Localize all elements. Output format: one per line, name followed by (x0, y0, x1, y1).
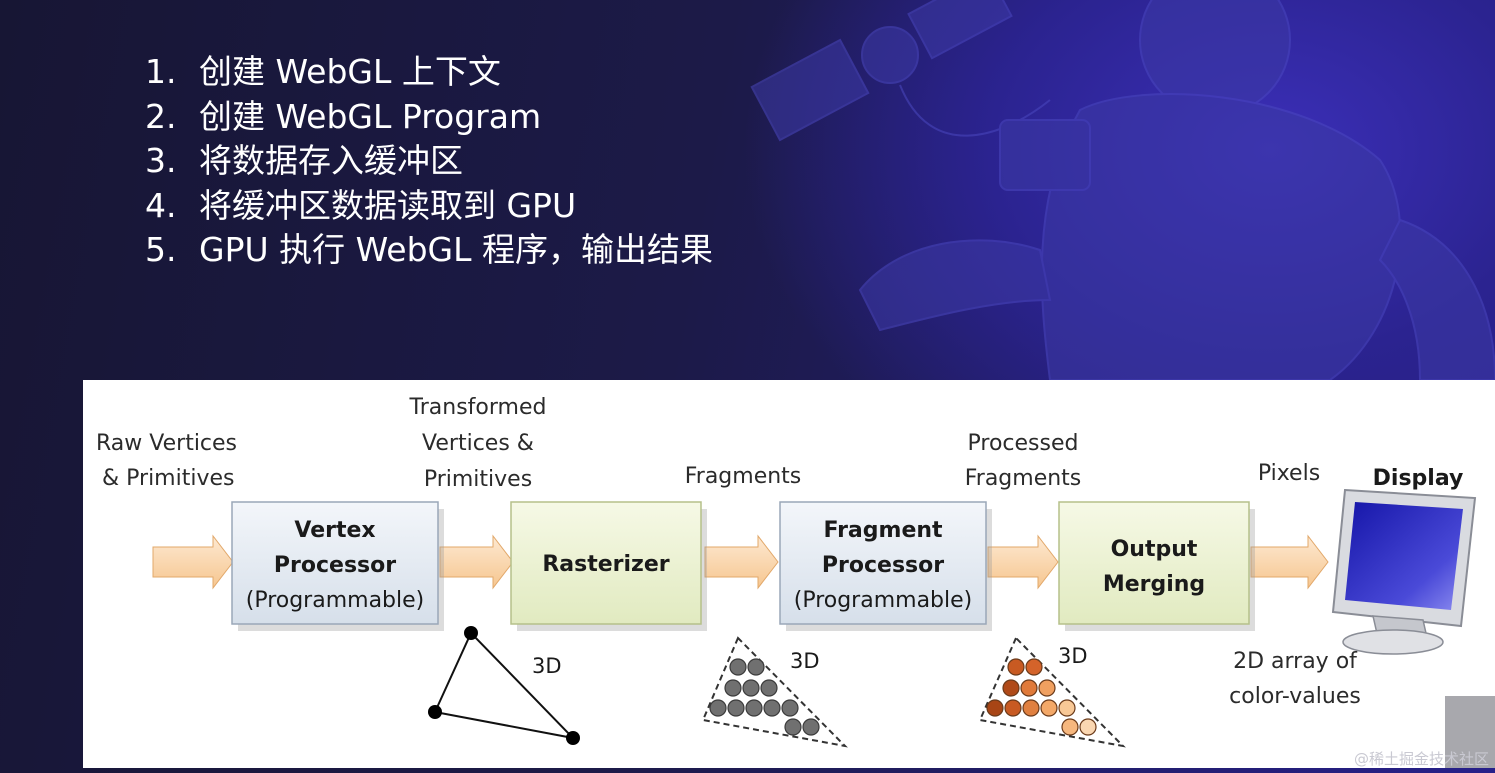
step-number: 4. (145, 185, 177, 225)
arrow-vertex-to-rasterizer (439, 534, 514, 590)
watermark: @稀土掘金技术社区 (1353, 750, 1489, 768)
step-number: 2. (145, 96, 177, 136)
vertex-triangle-icon (428, 626, 580, 745)
fragment-box-subtitle: (Programmable) (794, 588, 973, 613)
step-item: 1. 创建 WebGL 上下文 (145, 50, 713, 95)
vertex-processor-box: Vertex Processor (Programmable) (231, 501, 444, 631)
output-merging-box: Output Merging (1058, 501, 1255, 631)
processed-label-line1: Processed (968, 431, 1079, 456)
output-desc-line1: 2D array of (1233, 649, 1358, 674)
vertex-3d-label: 3D (532, 654, 562, 678)
vertex-box-title-line1: Vertex (294, 518, 375, 543)
transformed-label-line1: Transformed (409, 395, 547, 420)
corner-thumbnail (1445, 696, 1495, 768)
astronaut-illustration (750, 0, 1495, 380)
step-text: 将缓冲区数据读取到 GPU (199, 185, 577, 225)
arrow-rasterizer-to-fragment (704, 534, 779, 590)
transformed-label-line2: Vertices & (422, 431, 534, 456)
fragments-3d-label: 3D (790, 649, 820, 673)
processed-3d-label: 3D (1058, 644, 1088, 668)
step-number: 1. (145, 52, 177, 91)
arrow-input (152, 534, 234, 590)
processed-label-line2: Fragments (965, 466, 1082, 491)
input-label-line1: Raw Vertices (96, 431, 237, 456)
graphics-pipeline-diagram: Raw Vertices & Primitives Transformed Ve… (96, 395, 1495, 768)
output-box-title-line1: Output (1111, 537, 1198, 562)
transformed-label-line3: Primitives (424, 467, 532, 492)
step-text: GPU 执行 WebGL 程序，输出结果 (199, 230, 713, 269)
step-number: 5. (145, 230, 177, 269)
vertex-box-title-line2: Processor (274, 553, 396, 578)
arrow-fragment-to-output (987, 534, 1059, 590)
step-text: 创建 WebGL Program (199, 96, 542, 136)
step-text: 创建 WebGL 上下文 (199, 52, 501, 91)
step-item: 2. 创建 WebGL Program (145, 95, 713, 140)
display-label: Display (1373, 466, 1464, 491)
step-number: 3. (145, 141, 177, 180)
gray-fragments-icon (701, 636, 848, 748)
output-box-title-line2: Merging (1103, 572, 1205, 597)
fragment-processor-box: Fragment Processor (Programmable) (779, 501, 992, 631)
output-desc-line2: color-values (1229, 684, 1361, 709)
fragments-label: Fragments (685, 464, 802, 489)
vertex-box-subtitle: (Programmable) (246, 588, 425, 613)
pipeline-diagram-panel: Raw Vertices & Primitives Transformed Ve… (83, 380, 1495, 768)
step-item: 3. 将数据存入缓冲区 (145, 139, 713, 184)
orange-fragments-icon (978, 636, 1126, 748)
fragment-box-title-line1: Fragment (823, 518, 943, 543)
arrow-output-to-display (1250, 534, 1329, 590)
rasterizer-box: Rasterizer (510, 501, 707, 631)
step-item: 5. GPU 执行 WebGL 程序，输出结果 (145, 228, 713, 273)
step-item: 4. 将缓冲区数据读取到 GPU (145, 184, 713, 229)
fragment-box-title-line2: Processor (822, 553, 944, 578)
input-label-line2: & Primitives (102, 466, 234, 491)
rasterizer-box-title: Rasterizer (542, 552, 669, 577)
pixels-label: Pixels (1258, 461, 1320, 486)
step-text: 将数据存入缓冲区 (199, 141, 463, 180)
monitor-icon (1331, 488, 1477, 655)
webgl-steps-list: 1. 创建 WebGL 上下文 2. 创建 WebGL Program 3. 将数据存… (145, 50, 713, 273)
